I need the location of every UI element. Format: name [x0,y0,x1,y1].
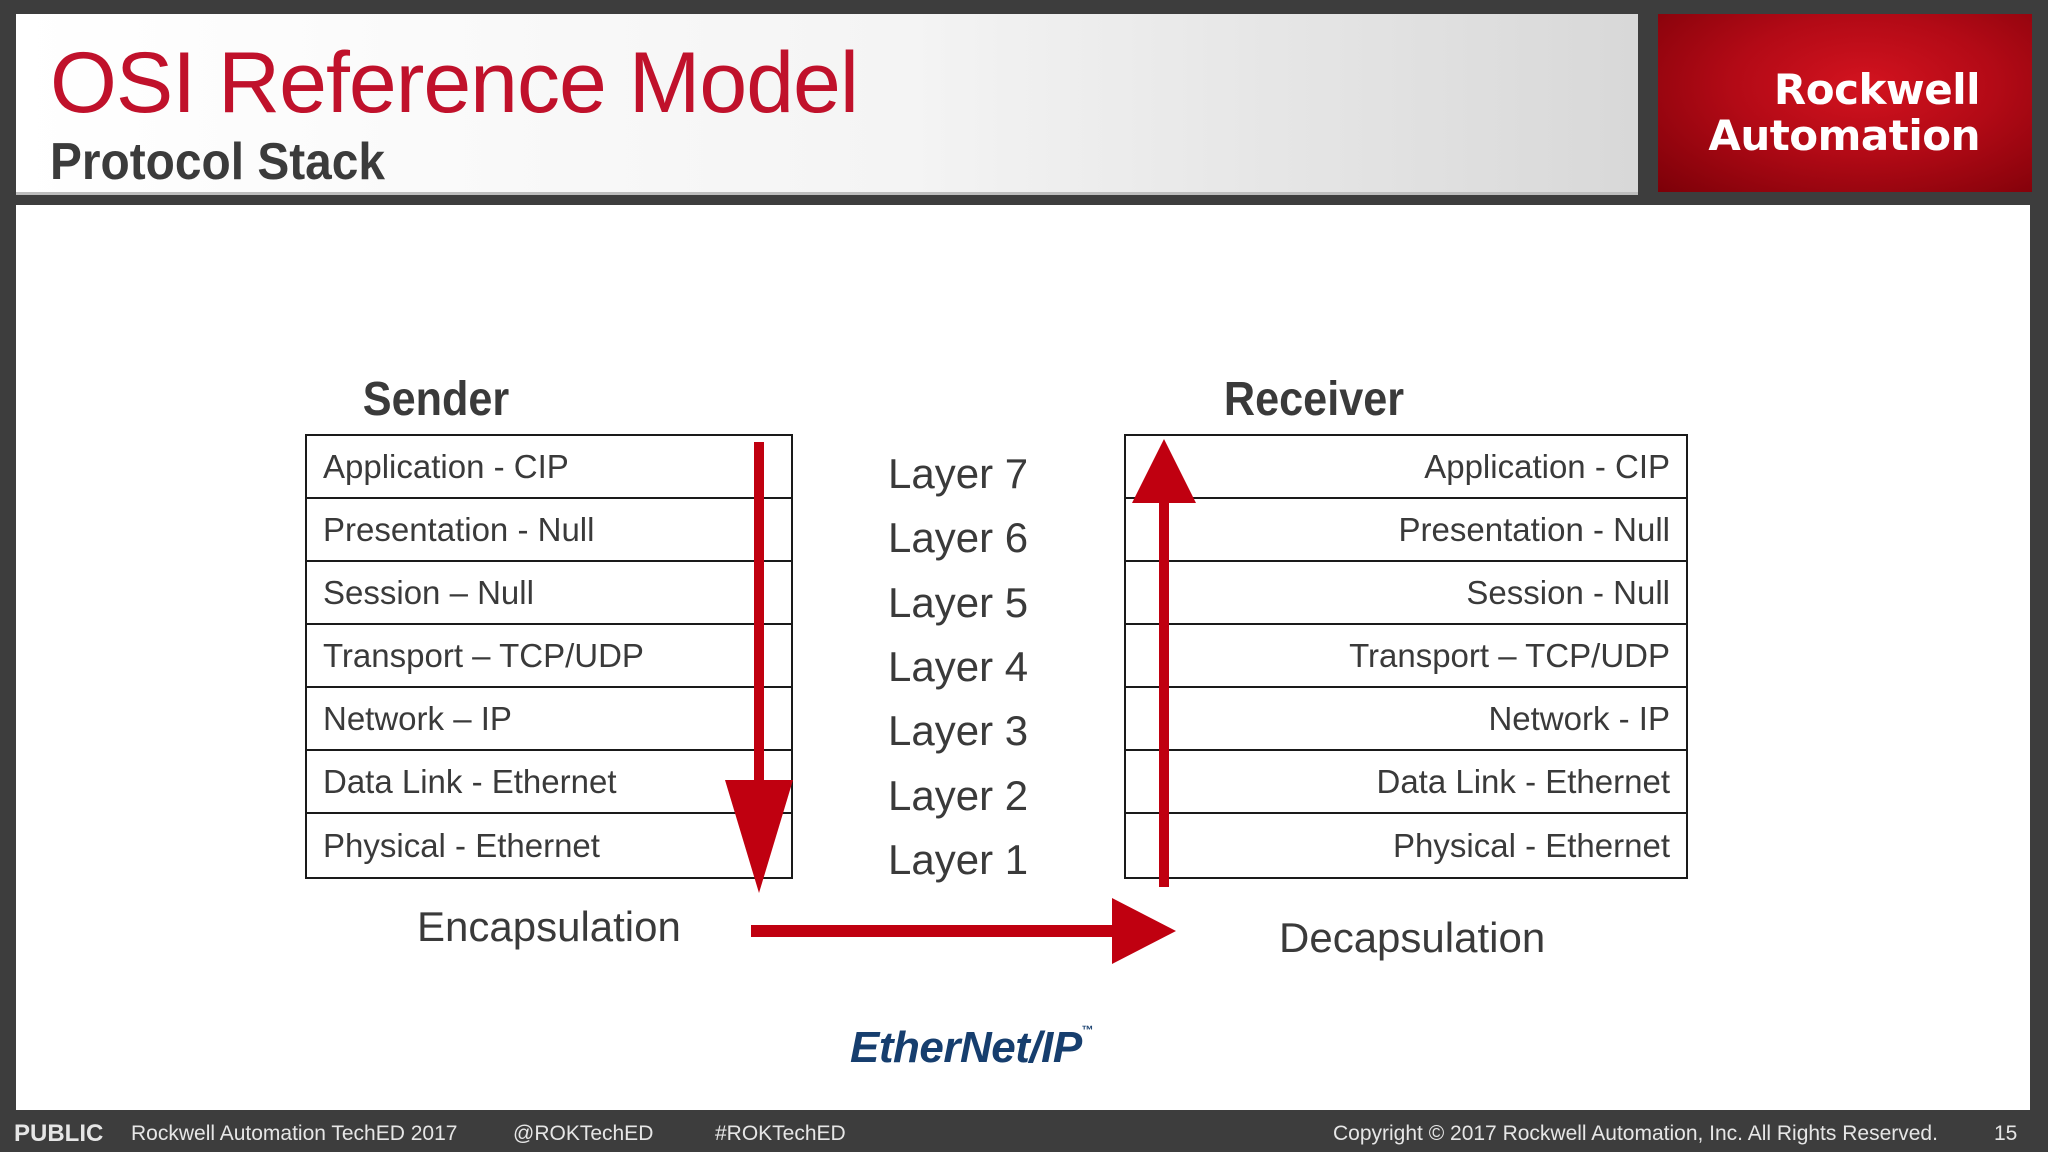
sender-heading: Sender [362,373,510,426]
receiver-layer-row: Session - Null [1126,562,1686,625]
sender-stack: Application - CIP Presentation - Null Se… [305,434,793,879]
title-bar: OSI Reference Model Protocol Stack [16,14,1638,195]
sender-layer-row: Presentation - Null [307,499,791,562]
sender-layer-row: Application - CIP [307,436,791,499]
page-number: 15 [1994,1122,2018,1145]
receiver-stack: Application - CIP Presentation - Null Se… [1124,434,1688,879]
slide-content: Sender Receiver Application - CIP Presen… [16,205,2030,1110]
sender-layer-row: Session – Null [307,562,791,625]
sender-layer-row: Data Link - Ethernet [307,751,791,814]
ethernet-ip-logo-text: EtherNet/IP [850,1023,1082,1072]
layer-label: Layer 5 [888,578,1029,626]
hashtag: #ROKTechED [715,1122,846,1145]
receiver-layer-row: Transport – TCP/UDP [1126,625,1686,688]
rockwell-automation-logo: Rockwell Automation [1658,14,2032,192]
sender-layer-row: Network – IP [307,688,791,751]
event-name: Rockwell Automation TechED 2017 [131,1122,458,1145]
slide-title: OSI Reference Model [50,35,859,131]
layer-label: Layer 7 [888,450,1029,498]
sender-layer-row: Physical - Ethernet [323,826,600,864]
decapsulation-label: Decapsulation [1279,914,1546,961]
receiver-layer-row: Application - CIP [1126,436,1686,499]
down-arrow [725,442,793,893]
ethernet-ip-logo: EtherNet/IP™ [850,1023,1094,1072]
layer-label: Layer 1 [888,835,1029,883]
up-arrow [1132,439,1196,887]
layer-number-column: Layer 7 Layer 6 Layer 5 Layer 4 Layer 3 … [888,442,1088,892]
layer-label: Layer 4 [888,643,1029,691]
logo-text-rockwell: Rockwell [1773,65,1981,114]
footer-bar: PUBLIC Rockwell Automation TechED 2017 @… [0,1115,2048,1152]
twitter-handle: @ROKTechED [513,1122,654,1145]
receiver-heading: Receiver [1223,373,1405,426]
classification-label: PUBLIC [14,1120,104,1147]
receiver-layer-row: Network - IP [1126,688,1686,751]
copyright-text: Copyright © 2017 Rockwell Automation, In… [1333,1122,1938,1145]
logo-text-automation: Automation [1708,111,1980,160]
layer-label: Layer 6 [888,514,1029,562]
flow-arrows [725,439,1196,964]
receiver-layer-row: Physical - Ethernet [1393,826,1670,864]
receiver-layer-row: Data Link - Ethernet [1126,751,1686,814]
right-arrow [751,898,1176,964]
slide-subtitle: Protocol Stack [50,133,385,191]
receiver-layer-row: Presentation - Null [1126,499,1686,562]
layer-label: Layer 3 [888,707,1029,755]
sender-layer-row: Transport – TCP/UDP [307,625,791,688]
encapsulation-label: Encapsulation [417,903,681,950]
layer-label: Layer 2 [888,771,1029,819]
